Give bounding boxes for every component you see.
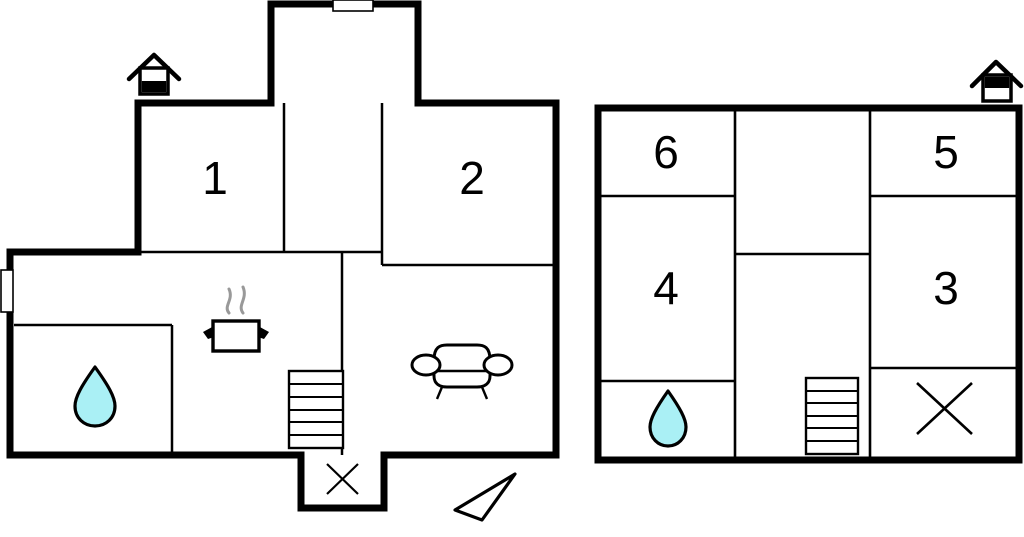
stairs-icon — [287, 369, 345, 450]
sofa-icon — [410, 343, 514, 400]
pot-body — [211, 319, 261, 353]
sofa-leg-left — [435, 386, 444, 400]
window-left — [0, 269, 14, 313]
sofa-body — [432, 343, 492, 389]
house-roof — [126, 52, 182, 82]
ground-floor-exterior-walls — [6, 0, 560, 512]
room-label-5: 5 — [933, 126, 959, 178]
stairs-icon — [804, 376, 860, 456]
sofa-arm-right — [482, 353, 514, 377]
room-label-3: 3 — [933, 262, 959, 314]
cross-stroke-b — [326, 463, 359, 495]
cross-icon — [916, 382, 973, 435]
upper-floor-plan: 6 5 4 3 — [594, 59, 1024, 464]
house-level-fill — [984, 76, 1010, 88]
pot-handle-left — [203, 326, 214, 339]
house-level-fill — [141, 81, 167, 93]
sofa-leg-right — [480, 386, 489, 400]
steam-line-right — [239, 285, 246, 315]
sofa-arm-left — [410, 353, 442, 377]
north-arrow-triangle — [453, 472, 517, 522]
cross-stroke-b — [916, 382, 973, 435]
steam-line-left — [225, 287, 232, 315]
room-label-6: 6 — [653, 126, 679, 178]
room-label-2: 2 — [459, 152, 485, 204]
pot-handle-right — [258, 326, 269, 339]
house-icon-upper-level — [969, 59, 1024, 103]
upper-floor-exterior-walls — [594, 104, 1023, 464]
upper-floor-interior-walls — [600, 110, 1018, 458]
water-drop-icon — [73, 365, 117, 428]
cooking-pot-icon — [203, 285, 269, 353]
cross-icon — [326, 463, 359, 495]
house-icon-lower-level — [126, 52, 182, 96]
room-label-4: 4 — [653, 262, 679, 314]
room-label-1: 1 — [202, 152, 228, 204]
window-top — [332, 0, 374, 12]
north-arrow — [453, 472, 517, 522]
ground-floor-plan: 1 2 — [0, 0, 560, 512]
water-drop-icon — [648, 389, 688, 448]
ground-floor-interior-walls — [14, 103, 556, 455]
